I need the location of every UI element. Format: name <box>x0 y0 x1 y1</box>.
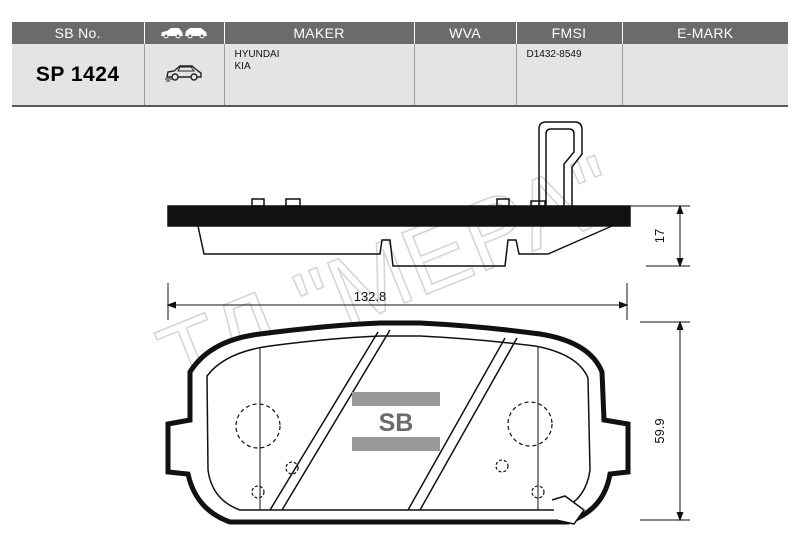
car-pair-icon <box>161 27 207 38</box>
logo-bar-top <box>352 392 440 406</box>
backing-plate-side <box>167 205 631 227</box>
header-vehicle <box>143 22 224 44</box>
maker-list: HYUNDAI KIA <box>225 44 414 73</box>
pin-hole-right-upper <box>495 459 509 473</box>
vehicle-cell <box>143 44 224 107</box>
fmsi-cell: D1432-8549 <box>515 44 622 107</box>
thickness-label: 17 <box>652 229 667 243</box>
header-maker: MAKER <box>223 22 414 44</box>
pin-hole-right-lower <box>531 485 545 499</box>
wear-indicator-inner <box>545 128 575 206</box>
pin-hole-left-lower <box>251 485 265 499</box>
sb-logo: SB <box>352 392 440 451</box>
header-emark: E-MARK <box>621 22 788 44</box>
wear-indicator-side <box>538 121 583 206</box>
logo-bar-bottom <box>352 437 440 451</box>
side-tab-2 <box>285 198 301 207</box>
spec-table-row: SP 1424 HYUNDAI KIA D1432-8549 <box>12 44 788 107</box>
header-fmsi: FMSI <box>515 22 622 44</box>
car-icon <box>165 65 202 82</box>
logo-text: SB <box>379 409 414 437</box>
length-label: 132.8 <box>354 289 387 304</box>
pin-hole-left-upper <box>285 461 299 475</box>
front-view <box>165 320 631 525</box>
height-dimension <box>640 320 690 522</box>
side-tab-3 <box>496 198 510 207</box>
thickness-dimension <box>630 204 690 268</box>
header-wva: WVA <box>413 22 516 44</box>
length-dimension <box>166 283 629 320</box>
fmsi-value: D1432-8549 <box>526 49 582 60</box>
spec-table-header: SB No. MAKER WVA FMSI E-MARK <box>12 22 788 44</box>
maker-cell: HYUNDAI KIA <box>223 44 414 107</box>
slot-right <box>407 337 518 511</box>
side-view <box>167 121 631 267</box>
maker-kia: KIA <box>234 61 251 72</box>
backing-plate-front <box>165 320 631 525</box>
wva-cell <box>413 44 516 107</box>
spec-table: SB No. MAKER WVA FMSI E-MARK SP 1424 <box>12 22 788 107</box>
friction-layer-side <box>197 225 613 267</box>
wear-indicator-front <box>551 495 586 525</box>
emark-cell <box>621 44 788 107</box>
header-sb-no: SB No. <box>12 22 144 44</box>
maker-hyundai: HYUNDAI <box>234 49 280 60</box>
clip-foot <box>530 200 546 207</box>
piston-circle-left <box>235 403 281 449</box>
slot-left <box>269 329 391 511</box>
height-label: 59.9 <box>652 418 667 443</box>
side-tab-1 <box>251 198 265 207</box>
part-number: SP 1424 <box>12 44 144 107</box>
piston-circle-right <box>507 401 553 447</box>
